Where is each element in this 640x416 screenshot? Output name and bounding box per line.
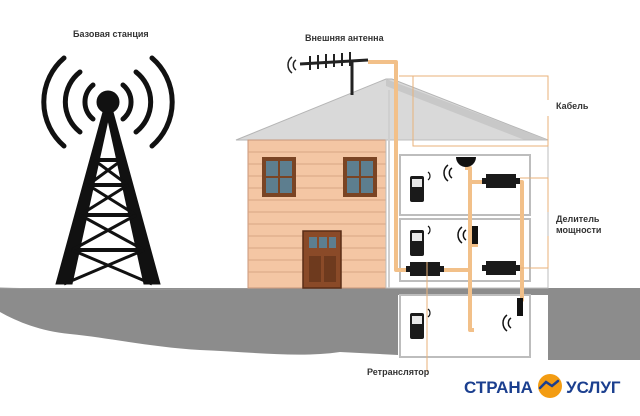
signal-waves-icon xyxy=(41,55,175,149)
label-power-divider-line1: Делитель xyxy=(556,214,600,224)
window-icon xyxy=(343,157,377,197)
door-icon xyxy=(302,230,342,289)
watermark-right: УСЛУГ xyxy=(566,378,621,397)
label-power-divider-line2: мощности xyxy=(556,225,601,235)
label-external-antenna: Внешняя антенна xyxy=(305,33,385,43)
repeater-icon xyxy=(406,262,444,276)
ground xyxy=(0,288,640,360)
label-cable: Кабель xyxy=(556,101,589,111)
window-icon xyxy=(262,157,296,197)
label-repeater: Ретранслятор xyxy=(367,367,430,377)
label-base-station: Базовая станция xyxy=(73,29,149,39)
splitter-icon xyxy=(482,261,520,275)
splitter-icon xyxy=(482,174,520,188)
antenna-icon xyxy=(287,52,369,95)
indoor-antenna-icon xyxy=(502,298,523,332)
indoor-antenna-icon xyxy=(443,157,476,182)
mobile-phone-icon xyxy=(410,308,431,339)
indoor-antenna-icon xyxy=(457,226,478,244)
handshake-icon xyxy=(538,374,562,398)
mobile-phone-icon xyxy=(410,225,431,256)
watermark-logo: СТРАНА УСЛУГ xyxy=(464,374,621,398)
callout-lines xyxy=(399,75,549,372)
roof-edge xyxy=(386,79,548,146)
mobile-phone-icon xyxy=(410,171,431,202)
tower-icon xyxy=(55,90,161,286)
watermark-left: СТРАНА xyxy=(464,378,533,397)
